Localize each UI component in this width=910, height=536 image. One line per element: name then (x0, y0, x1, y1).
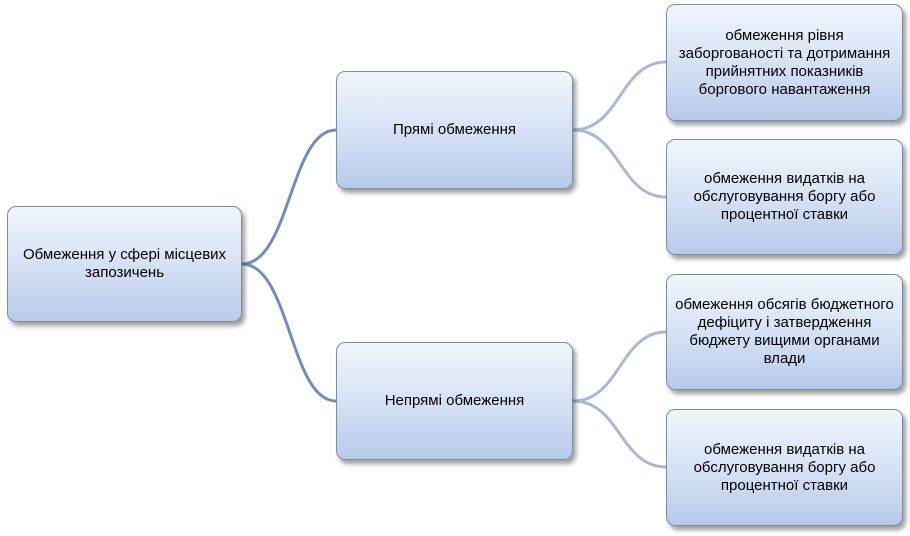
leaf-node-debt-level-label: обмеження рівня заборгованості та дотрим… (678, 26, 891, 98)
branch-node-direct-label: Прямі обмеження (392, 121, 517, 138)
branch-node-direct: Прямі обмеження (336, 71, 573, 189)
leaf-node-deficit: обмеження обсягів бюджетного дефіциту і … (666, 274, 903, 390)
leaf-node-direct-debt-service-label: обмеження видатків на обслуговування бор… (693, 170, 876, 223)
root-node: Обмеження у сфері місцевих запозичень (7, 206, 242, 322)
leaf-node-indirect-debt-service: обмеження видатків на обслуговування бор… (666, 409, 903, 526)
connector-root-to-indirect (241, 262, 337, 403)
branch-node-indirect-label: Непрямі обмеження (384, 392, 525, 409)
connector-indirect-to-debt-service (572, 399, 667, 469)
connector-direct-to-debt-service (572, 128, 667, 199)
root-node-label: Обмеження у сфері місцевих запозичень (22, 246, 227, 281)
connector-root-to-direct (241, 128, 337, 266)
leaf-node-deficit-label: обмеження обсягів бюджетного дефіциту і … (675, 296, 894, 367)
connector-direct-to-debt-level (572, 60, 667, 132)
connector-indirect-to-deficit (572, 330, 667, 403)
leaf-node-direct-debt-service: обмеження видатків на обслуговування бор… (666, 139, 903, 255)
branch-node-indirect: Непрямі обмеження (336, 342, 573, 460)
leaf-node-indirect-debt-service-label: обмеження видатків на обслуговування бор… (693, 440, 876, 494)
leaf-node-debt-level: обмеження рівня заборгованості та дотрим… (666, 4, 903, 121)
